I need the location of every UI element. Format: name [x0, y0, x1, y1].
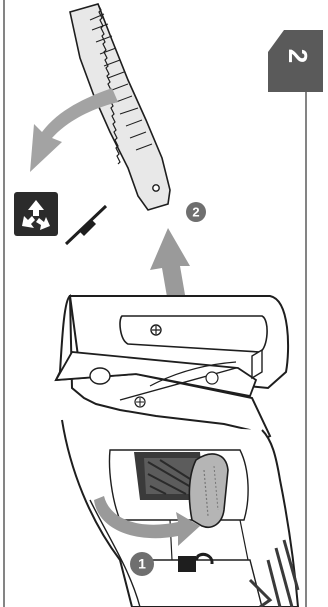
page-number-label: 2 — [283, 49, 313, 63]
saw-body — [62, 420, 298, 607]
step-1-marker: 1 — [130, 552, 154, 576]
step-1-label: 1 — [138, 556, 146, 572]
step-2-label: 2 — [192, 204, 199, 219]
saw-head — [56, 296, 288, 440]
step-2-marker: 2 — [186, 202, 206, 222]
tool-icon — [66, 206, 106, 244]
recycle-icon — [14, 192, 58, 236]
release-lever — [189, 454, 228, 527]
curved-arrow-icon — [30, 88, 118, 172]
page-number-badge: 2 — [268, 30, 323, 92]
